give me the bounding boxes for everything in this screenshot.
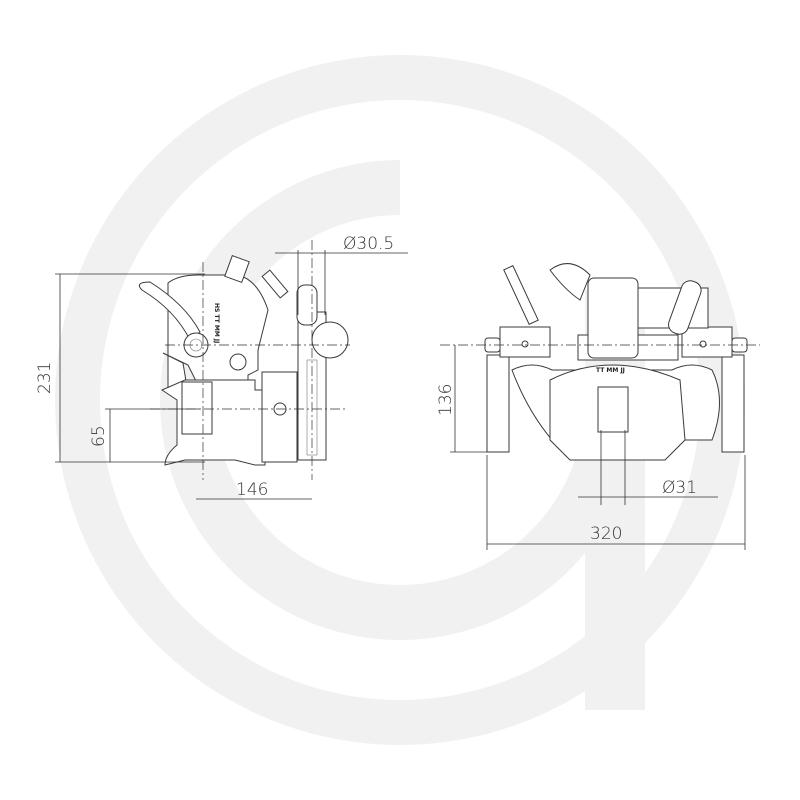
dimension-label: 146 [236, 480, 268, 500]
dimension-label: 320 [590, 524, 622, 544]
dimension-label: 65 [89, 425, 109, 447]
dimension-65: 65 [89, 408, 200, 462]
dimension-label: 231 [35, 362, 55, 394]
dimension-231: 231 [35, 273, 205, 463]
dimension-ball-diameter: Ø31 [578, 430, 718, 505]
side-view-drawing: HS TT MM JJ [138, 254, 349, 466]
dimension-320: 320 [486, 455, 746, 550]
dimension-label: Ø30.5 [343, 234, 394, 254]
front-view-marking: TT MM JJ [596, 367, 625, 374]
dimension-pin-diameter: Ø30.5 [275, 234, 408, 315]
dimension-label: 136 [436, 384, 456, 416]
dimension-136: 136 [436, 345, 487, 453]
dimension-label: Ø31 [662, 478, 697, 498]
dimension-146: 146 [196, 480, 312, 500]
front-view-drawing: TT MM JJ [484, 263, 748, 461]
side-view-marking: HS TT MM JJ [213, 303, 220, 343]
